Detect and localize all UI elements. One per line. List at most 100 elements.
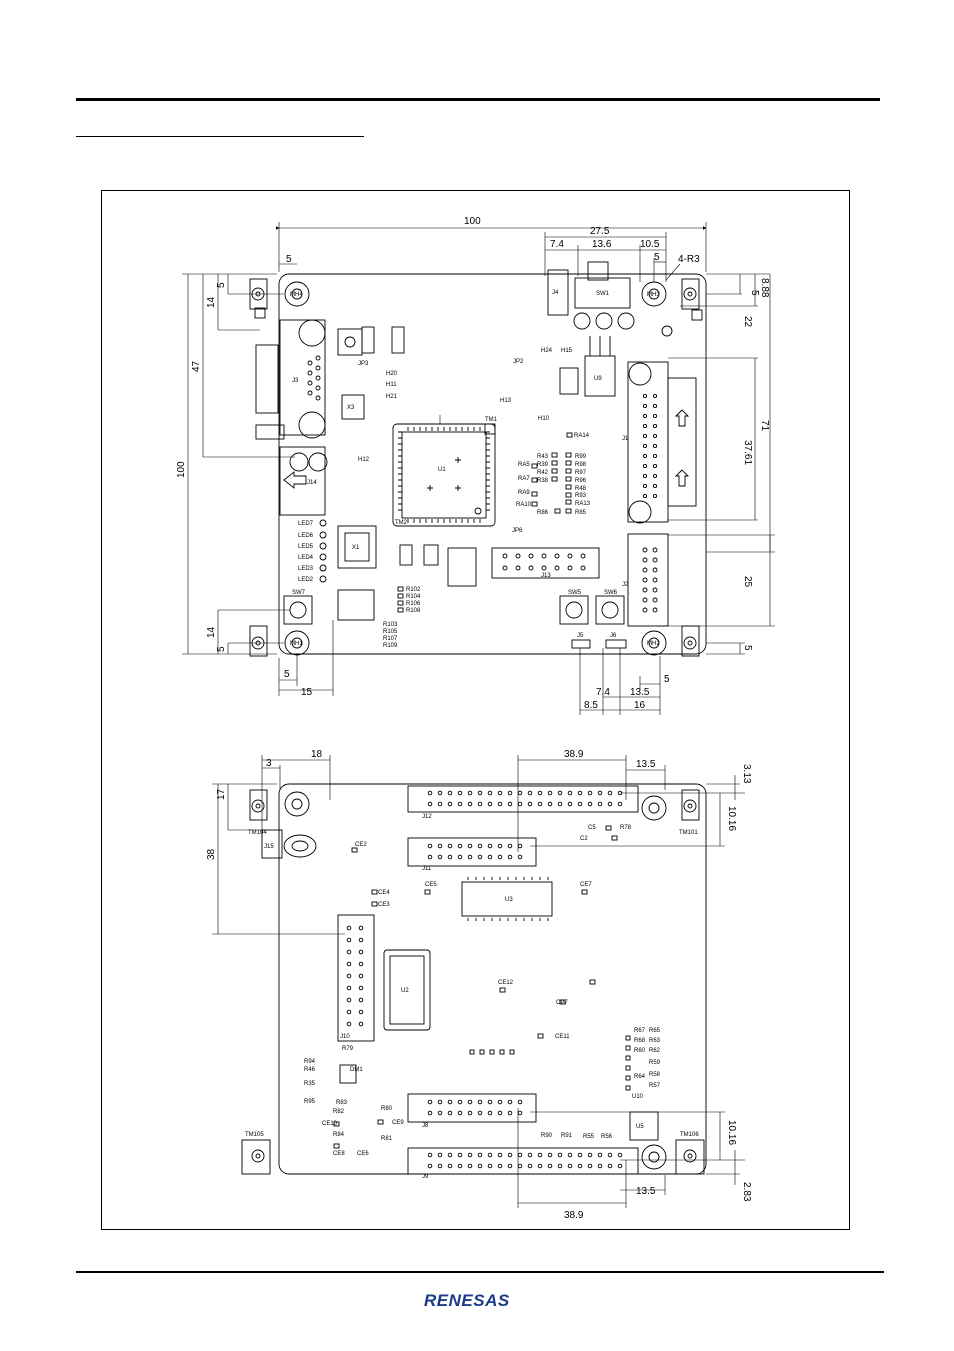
label-ra10: RA10 (516, 502, 532, 508)
dim-bot-7-4: 7.4 (596, 687, 610, 698)
label-ce5: CE5 (425, 882, 437, 888)
section-underline (76, 136, 364, 137)
dim-27-5: 27.5 (590, 226, 610, 237)
sw1-switch (574, 277, 631, 309)
sw6-switch (595, 595, 625, 625)
dim-bv-18: 18 (311, 749, 323, 760)
x1-crystal (337, 525, 377, 569)
label-j5: J5 (577, 633, 584, 639)
label-sw7: SW7 (292, 590, 306, 596)
label-mh1: MH1 (290, 641, 303, 647)
u1-chip (392, 423, 496, 527)
label-tm1: TM1 (485, 417, 498, 423)
label-r98: R98 (575, 462, 587, 468)
header-rule (76, 98, 880, 101)
label-u5: U5 (636, 1124, 644, 1130)
label-jp2: JP2 (513, 359, 524, 365)
label-jp6: JP6 (512, 528, 523, 534)
label-r81: R81 (381, 1136, 393, 1142)
dim-bv-10-16-top: 10.16 (726, 806, 737, 831)
j3-connector (279, 319, 326, 436)
dim-13-6: 13.6 (592, 239, 612, 250)
dim-top5-right: 5 (654, 252, 660, 263)
dim-right-bottom-5: 5 (742, 645, 753, 651)
dim-bot-16: 16 (634, 700, 646, 711)
label-u2: U2 (401, 988, 409, 994)
label-r64: R64 (634, 1074, 646, 1080)
u5-chip (629, 1111, 659, 1141)
label-h15: H15 (561, 348, 573, 354)
dim-bv-10-16-bot: 10.16 (726, 1120, 737, 1145)
j1-connector (627, 361, 669, 523)
label-r103: R103 (383, 622, 398, 628)
label-ce6: CE6 (357, 1151, 369, 1157)
j10-header (337, 914, 375, 1042)
label-dm1: DM1 (350, 1067, 363, 1073)
u2-chip (383, 949, 431, 1031)
label-h11: H11 (386, 382, 397, 388)
dim-22: 22 (742, 316, 753, 328)
dim-bv-13-5-bot: 13.5 (636, 1186, 656, 1197)
top-view (249, 261, 707, 657)
label-r105: R105 (383, 629, 398, 635)
label-led3: LED3 (298, 566, 314, 572)
bottom-view-dimensions (212, 755, 745, 1208)
label-h12: H12 (358, 457, 370, 463)
label-led4: LED4 (298, 555, 314, 561)
top-view-component-labels: J3 J4 SW1 U1 U9 J1 J2 J13 J14 X1 X3 SW5 … (290, 290, 660, 649)
label-ce2: CE2 (355, 842, 367, 848)
bottom-view (241, 783, 707, 1175)
label-j6: J6 (610, 633, 617, 639)
label-jp3: JP3 (358, 361, 369, 367)
label-ce7: CE7 (580, 882, 592, 888)
label-j8: J8 (422, 1123, 429, 1129)
dim-top-5: 5 (286, 254, 292, 265)
label-r62: R62 (649, 1048, 661, 1054)
label-ra14: RA14 (574, 433, 590, 439)
label-r55: R55 (583, 1134, 595, 1140)
label-r56: R56 (601, 1134, 613, 1140)
j15-header (261, 829, 283, 859)
label-r95: R95 (304, 1099, 316, 1105)
label-h20: H20 (386, 371, 398, 377)
label-ra5: RA5 (518, 462, 530, 468)
label-j9: J9 (422, 1174, 429, 1180)
label-r43: R43 (537, 454, 549, 460)
x3-crystal (341, 394, 365, 420)
label-r48: R48 (575, 486, 587, 492)
dim-bv-17: 17 (216, 788, 227, 800)
label-mh2: MH2 (647, 641, 660, 647)
label-sw5: SW5 (568, 590, 582, 596)
figure-frame (101, 190, 850, 1230)
dim-15: 15 (301, 687, 313, 698)
label-h21: H21 (386, 394, 398, 400)
label-mh4: MH4 (290, 292, 303, 298)
mh2-hole (641, 630, 667, 656)
label-ce8: CE8 (333, 1151, 345, 1157)
label-r104: R104 (406, 594, 421, 600)
dim-right-5: 5 (749, 290, 760, 296)
label-r35: R35 (304, 1081, 316, 1087)
sw5-switch (559, 595, 589, 625)
label-r78: R78 (620, 825, 632, 831)
label-x3: X3 (347, 405, 355, 411)
label-tm105: TM105 (245, 1132, 264, 1138)
dim-bot-8-5: 8.5 (584, 700, 598, 711)
bottom-view-dimension-labels: 38.9 13.5 3.13 10.16 18 3 17 38 38.9 13.… (206, 749, 752, 1221)
label-j1: J1 (622, 436, 629, 442)
label-h24: H24 (541, 348, 553, 354)
dim-height-100: 100 (176, 461, 187, 478)
label-r86: R86 (537, 510, 549, 516)
dim-14: 14 (206, 296, 217, 308)
label-ce4: CE4 (378, 890, 390, 896)
label-r107: R107 (383, 636, 398, 642)
dim-14-bottom: 14 (206, 626, 217, 638)
label-c5: C5 (588, 825, 596, 831)
label-r42: R42 (537, 470, 549, 476)
dim-8-88: 8.88 (759, 278, 770, 298)
label-r46: R46 (304, 1067, 316, 1073)
label-r58: R58 (649, 1072, 661, 1078)
j2-header (627, 533, 669, 627)
label-r57: R57 (649, 1083, 661, 1089)
label-h10: H10 (538, 416, 550, 422)
